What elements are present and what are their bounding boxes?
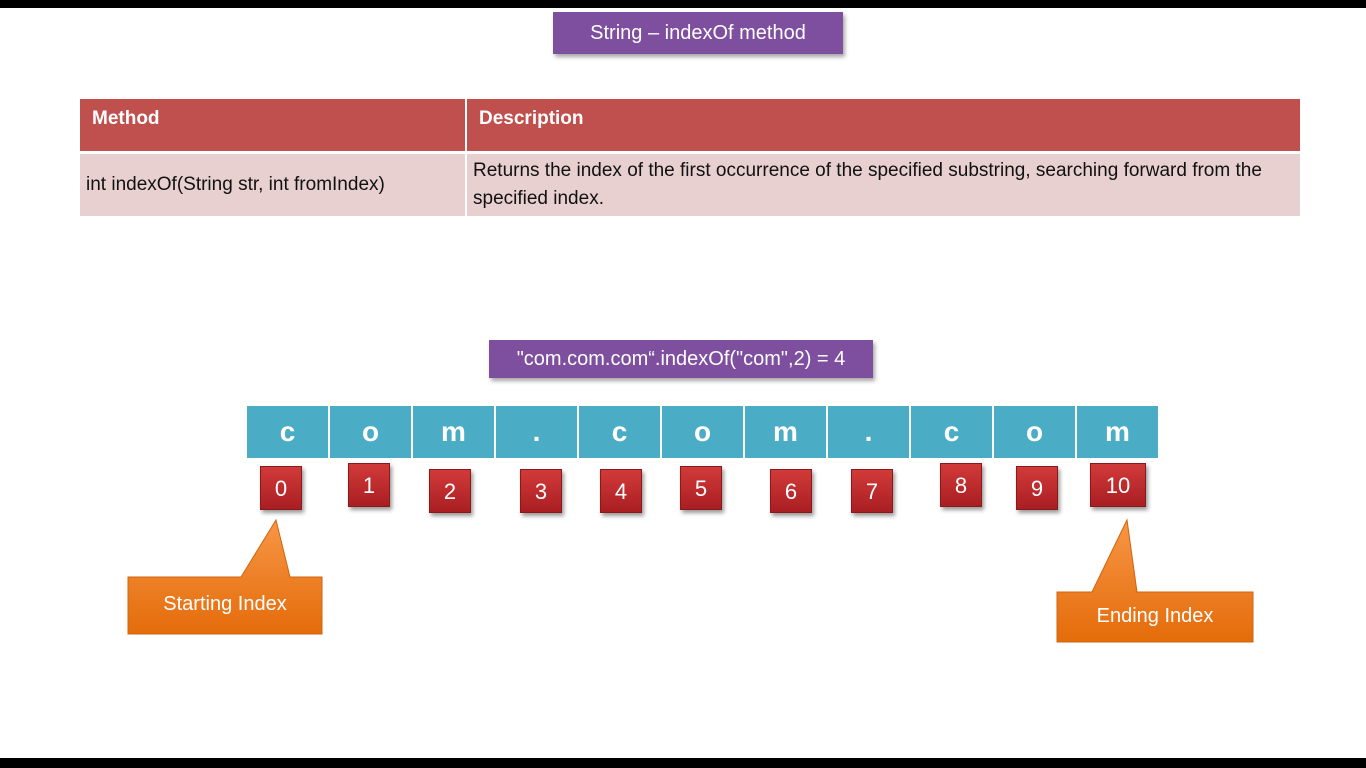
char-cell: m: [1077, 406, 1158, 458]
char-cell: o: [330, 406, 411, 458]
index-box: 2: [429, 469, 471, 513]
index-box: 0: [260, 466, 302, 510]
index-box: 6: [770, 469, 812, 513]
method-description: Returns the index of the first occurrenc…: [466, 152, 1300, 216]
char-cell: .: [828, 406, 909, 458]
method-table: Method Description int indexOf(String st…: [80, 99, 1300, 216]
ending-index-callout: Ending Index: [1056, 518, 1255, 644]
char-cell: m: [413, 406, 494, 458]
ending-index-callout-shape: [1056, 518, 1254, 643]
slide-title: String – indexOf method: [553, 12, 843, 54]
char-cell: c: [911, 406, 992, 458]
char-cell: c: [247, 406, 328, 458]
method-signature: int indexOf(String str, int fromIndex): [80, 152, 467, 216]
header-description: Description: [466, 99, 1300, 154]
index-box: 8: [940, 463, 982, 507]
index-box: 1: [348, 463, 390, 507]
starting-index-callout-shape: [127, 518, 323, 635]
index-box: 5: [680, 466, 722, 510]
header-method: Method: [80, 99, 467, 154]
index-box: 4: [600, 469, 642, 513]
example-expression: "com.com.com“.indexOf("com",2) = 4: [489, 340, 873, 378]
char-cell: m: [745, 406, 826, 458]
table-header-row: Method Description: [80, 99, 1300, 154]
starting-index-label: Starting Index: [163, 593, 287, 615]
table-row: int indexOf(String str, int fromIndex) R…: [80, 152, 1300, 216]
index-box: 9: [1016, 466, 1058, 510]
index-box: 7: [851, 469, 893, 513]
index-box: 3: [520, 469, 562, 513]
char-cell: o: [994, 406, 1075, 458]
starting-index-callout: Starting Index: [127, 518, 324, 636]
char-cell: .: [496, 406, 577, 458]
char-cell: c: [579, 406, 660, 458]
char-cell: o: [662, 406, 743, 458]
ending-index-label: Ending Index: [1096, 605, 1214, 627]
index-box: 10: [1090, 463, 1146, 507]
slide: String – indexOf method Method Descripti…: [0, 8, 1366, 758]
